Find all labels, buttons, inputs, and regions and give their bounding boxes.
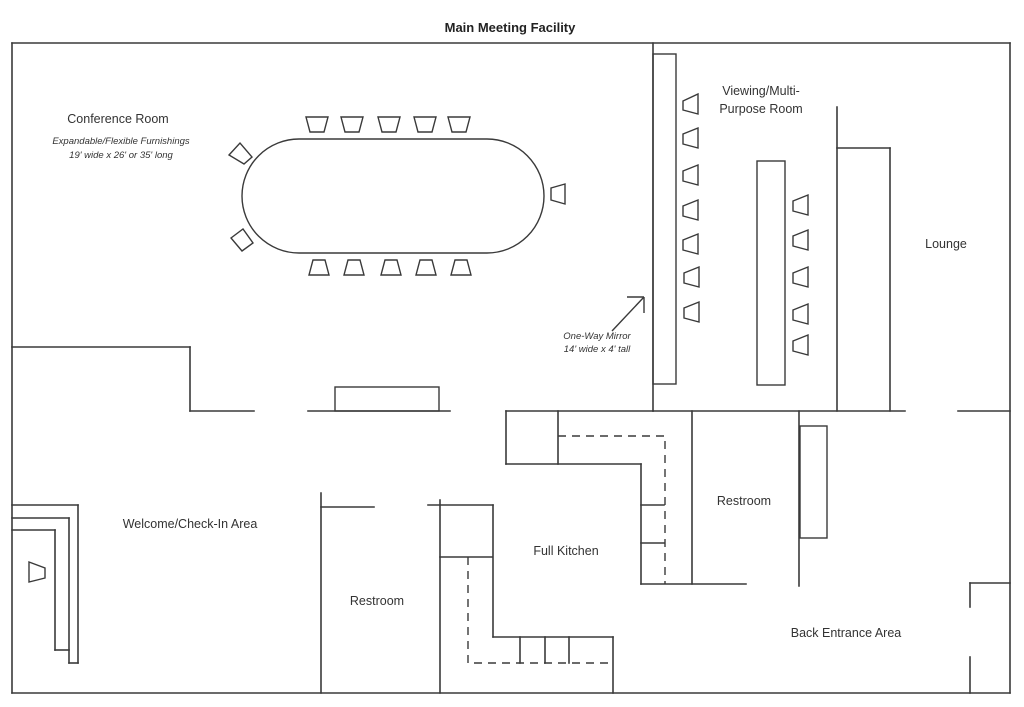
conference-chairs-bottom <box>308 259 472 276</box>
chair-icon <box>682 126 699 149</box>
chair-icon <box>415 259 437 276</box>
one-way-mirror <box>652 53 677 385</box>
lounge-label: Lounge <box>925 237 967 251</box>
lounge-walls <box>652 106 1011 412</box>
mirror-arrow-icon <box>611 296 645 332</box>
chair-icon <box>683 265 700 288</box>
chair-icon <box>340 116 364 133</box>
chair-icon <box>682 198 699 221</box>
conference-room-note-2: 19' wide x 26' or 35' long <box>69 150 173 161</box>
chair-icon <box>792 265 809 288</box>
chair-icon <box>683 300 700 323</box>
conference-room-walls <box>11 42 654 412</box>
chair-icon <box>28 560 46 583</box>
mirror-note-1: One-Way Mirror <box>563 331 631 342</box>
diagram-title: Main Meeting Facility <box>445 20 577 35</box>
chair-icon <box>792 193 809 216</box>
chair-icon <box>792 228 809 251</box>
chair-icon <box>413 116 437 133</box>
lower-walls <box>320 492 614 694</box>
chair-icon <box>550 183 566 205</box>
chair-icon <box>308 259 330 276</box>
restroom-right-label: Restroom <box>717 494 771 508</box>
chair-icon <box>343 259 365 276</box>
kitchen-counter-dashed-lower <box>467 557 613 664</box>
chair-icon <box>377 116 401 133</box>
credenza <box>334 386 440 412</box>
viewing-room-furniture <box>652 53 809 386</box>
conference-table <box>241 138 545 254</box>
restroom-counter <box>799 425 828 539</box>
chair-icon <box>682 92 699 115</box>
chair-icon <box>380 259 402 276</box>
viewing-table <box>756 160 786 386</box>
chair-icon <box>792 302 809 325</box>
chair-icon <box>450 259 472 276</box>
chair-icon <box>305 116 329 133</box>
viewing-room-label-2: Purpose Room <box>719 102 802 116</box>
chair-icon <box>792 333 809 356</box>
welcome-desk <box>11 504 79 664</box>
back-entrance-walls <box>969 582 1011 694</box>
conference-room-label: Conference Room <box>67 112 168 126</box>
chair-icon <box>227 141 253 165</box>
chair-icon <box>447 116 471 133</box>
kitchen-counter-dashed <box>558 435 666 584</box>
back-entrance-label: Back Entrance Area <box>791 626 902 640</box>
mirror-note-2: 14' wide x 4' tall <box>564 344 631 355</box>
chair-icon <box>682 232 699 255</box>
kitchen-label: Full Kitchen <box>533 544 598 558</box>
welcome-area-label: Welcome/Check-In Area <box>123 517 258 531</box>
chair-icon <box>682 163 699 186</box>
chair-icon <box>229 228 254 252</box>
viewing-room-label-1: Viewing/Multi- <box>722 84 800 98</box>
conference-chairs-ends <box>227 141 566 252</box>
kitchen-walls <box>505 410 828 587</box>
restroom-left-label: Restroom <box>350 594 404 608</box>
conference-chairs-top <box>305 116 471 133</box>
conference-room-note-1: Expandable/Flexible Furnishings <box>52 136 190 147</box>
outer-walls <box>11 42 1011 694</box>
